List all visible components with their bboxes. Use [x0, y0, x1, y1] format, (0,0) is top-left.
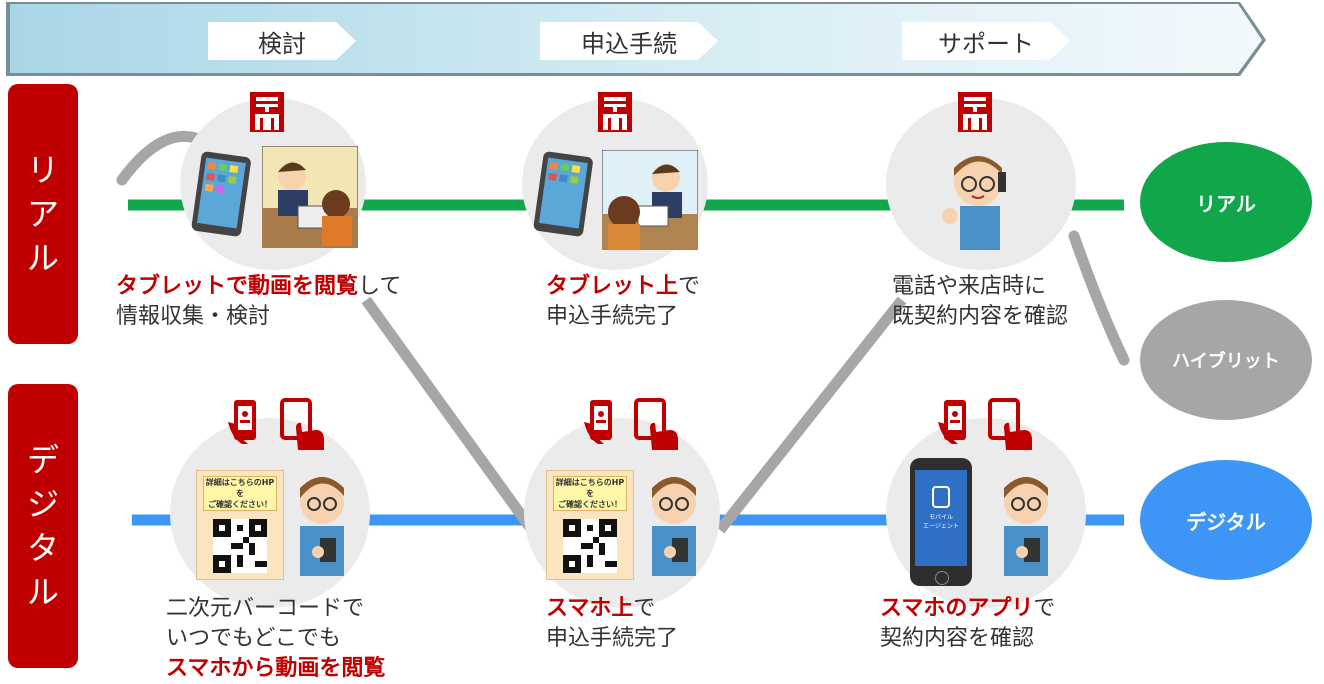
step-support: サポート [902, 22, 1070, 60]
app-icon [932, 486, 950, 508]
poster-text: ご確認ください！ [208, 500, 272, 509]
smartphone-app-mockup: モバイル エージェント [910, 458, 972, 586]
destination-real: リアル [1140, 142, 1312, 262]
caption-digital-review: 二次元バーコードで いつでもどこでも スマホから動画を閲覧 [166, 596, 386, 681]
boy-with-smartphone-image [300, 477, 344, 576]
tablet-touch-icon [988, 398, 1032, 450]
hybrid-route [116, 130, 202, 186]
app-name-text: モバイル [928, 514, 953, 521]
qr-poster: 詳細はこちらのHPを ご確認ください！ [546, 470, 634, 580]
poster-text: 詳細はこちらのHPを [205, 478, 275, 498]
qr-code-icon [563, 519, 617, 573]
caption-digital-support: スマホのアプリで 契約内容を確認 [880, 596, 1056, 651]
caption-real-support: 電話や来店時に 既契約内容を確認 [892, 274, 1069, 329]
smartphone-icon [584, 400, 612, 444]
step-application: 申込手続 [540, 22, 718, 60]
caption-digital-application: スマホ上で 申込手続完了 [546, 596, 679, 651]
smartphone-icon [228, 400, 256, 444]
poster-text: ご確認ください！ [558, 500, 622, 509]
smartphone-icon [938, 400, 966, 444]
side-label-real: リアル [8, 84, 78, 344]
boy-with-smartphone-image [652, 477, 696, 576]
tablet-icon [533, 151, 593, 237]
post-office-icon [598, 92, 632, 132]
tablet-touch-icon [634, 398, 678, 450]
side-label-digital: デジタル [8, 384, 78, 668]
post-office-icon [250, 92, 284, 132]
caption-real-application: タブレット上で 申込手続完了 [546, 274, 701, 329]
boy-with-smartphone-image [1004, 477, 1048, 576]
qr-code-icon [213, 519, 267, 573]
qr-poster: 詳細はこちらのHPを ご確認ください！ [196, 470, 284, 580]
app-name-text: エージェント [923, 523, 959, 530]
man-on-phone-image [942, 156, 1006, 250]
consultation-scene-image [262, 146, 358, 248]
signing-scene-image [602, 150, 698, 250]
destination-digital: デジタル [1140, 460, 1312, 580]
tablet-touch-icon [280, 398, 324, 450]
step-review: 検討 [208, 22, 356, 60]
poster-text: 詳細はこちらのHPを [555, 478, 625, 498]
home-button [935, 571, 949, 585]
tablet-icon [191, 151, 251, 237]
destination-hybrid: ハイブリット [1140, 300, 1312, 420]
caption-real-review: タブレットで動画を閲覧して 情報収集・検討 [116, 274, 402, 329]
post-office-icon [958, 92, 992, 132]
